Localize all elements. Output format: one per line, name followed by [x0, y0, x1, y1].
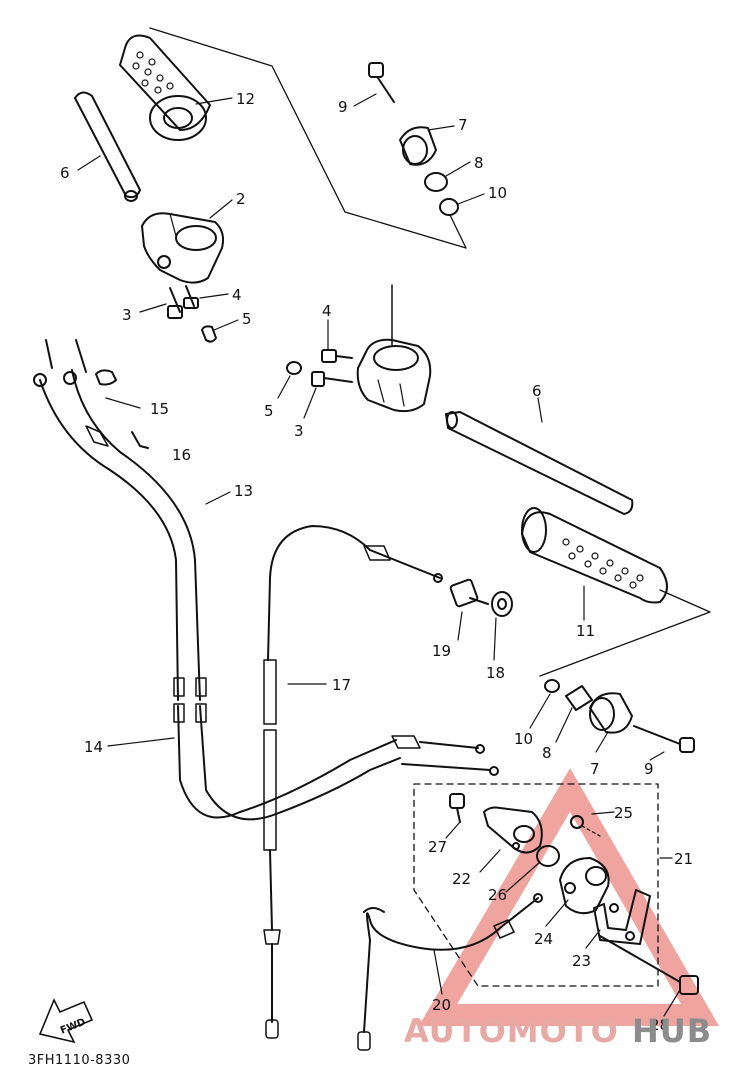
callout-10: 10: [514, 730, 533, 748]
callout-5: 5: [264, 402, 274, 420]
group-boundary-right: [539, 589, 711, 677]
callout-7: 7: [590, 760, 600, 778]
callout-21: 21: [674, 850, 693, 868]
part-19-adjuster: [449, 578, 489, 608]
part-7-weight-upper: [399, 126, 437, 166]
part-8-spacer-upper: [424, 172, 448, 192]
part-14-throttle-cable-return: [33, 339, 499, 821]
part-16-split-pin: [131, 431, 149, 449]
part-4-bolt-upper: [183, 285, 199, 309]
callout-26: 26: [488, 886, 507, 904]
watermark-text: AUTOMOTO HUB: [404, 1012, 712, 1050]
callout-9: 9: [338, 98, 348, 116]
watermark-text-gray: HUB: [632, 1012, 712, 1050]
callout-9: 9: [644, 760, 654, 778]
callout-4: 4: [232, 286, 242, 304]
callout-25: 25: [614, 804, 633, 822]
part-18-locknut: [491, 591, 513, 617]
callout-labels: 12 6 2 3 4 5 9 7 8 10 4 5 3 6 15 16 13 1…: [60, 90, 693, 1034]
callout-11: 11: [576, 622, 595, 640]
part-11-throttle-grip: [521, 507, 668, 604]
watermark-text-red: AUTOMOTO: [404, 1012, 619, 1050]
callout-16: 16: [172, 446, 191, 464]
part-6-handlebar-right: [445, 411, 634, 515]
part-3-bolt-middle: [311, 371, 353, 387]
leader-lines: [77, 93, 681, 1017]
callout-24: 24: [534, 930, 553, 948]
part-27-screw: [449, 793, 465, 823]
callout-15: 15: [150, 400, 169, 418]
callout-10: 10: [488, 184, 507, 202]
part-1-switch-housing: [356, 284, 432, 413]
callout-13: 13: [234, 482, 253, 500]
callout-12: 12: [236, 90, 255, 108]
callout-3: 3: [122, 306, 132, 324]
part-12-grip-left: [119, 34, 211, 141]
part-26-washer: [536, 845, 560, 867]
fwd-direction-arrow: FWD: [38, 998, 94, 1044]
callout-7: 7: [458, 116, 468, 134]
part-6-handlebar-left: [74, 91, 141, 202]
callout-5: 5: [242, 310, 252, 328]
callout-19: 19: [432, 642, 451, 660]
callout-23: 23: [572, 952, 591, 970]
callout-2: 2: [236, 190, 246, 208]
part-4-bolt-middle: [321, 349, 353, 363]
callout-22: 22: [452, 870, 471, 888]
part-8-spacer-lower: [565, 685, 593, 711]
part-2-clamp-holder: [141, 212, 225, 284]
callout-27: 27: [428, 838, 447, 856]
part-21-lever-group-box: [413, 783, 659, 987]
part-9-screw-lower: [633, 725, 695, 753]
group-boundary-left: [149, 27, 467, 249]
callout-6: 6: [60, 164, 70, 182]
part-17-choke-cable: [263, 525, 443, 1039]
part-9-screw-upper: [368, 62, 395, 103]
part-13-throttle-cable-pull: [63, 339, 201, 701]
part-25-screw: [570, 815, 601, 837]
part-28-bolt: [599, 935, 699, 995]
part-5-collar-upper: [201, 325, 217, 343]
cable-break-14-13: [173, 677, 207, 723]
callout-6: 6: [532, 382, 542, 400]
watermark-triangle: [418, 768, 720, 1026]
part-7-weight-lower: [589, 692, 633, 734]
part-5-collar-middle: [286, 361, 302, 375]
part-24-lever-body: [559, 857, 610, 915]
callout-28: 28: [650, 1016, 669, 1034]
callout-17: 17: [332, 676, 351, 694]
part-10-nut-upper: [439, 198, 459, 216]
callout-4: 4: [322, 302, 332, 320]
part-20-choke-cable: [357, 893, 543, 1051]
part-23-bracket: [593, 889, 651, 945]
callout-8: 8: [474, 154, 484, 172]
part-3-bolt-upper: [167, 287, 183, 319]
part-15-adjuster-top: [95, 369, 141, 409]
callout-8: 8: [542, 744, 552, 762]
callout-20: 20: [432, 996, 451, 1014]
callout-14: 14: [84, 738, 103, 756]
callout-18: 18: [486, 664, 505, 682]
diagram-code: 3FH1110-8330: [28, 1053, 130, 1068]
part-10-nut-lower: [544, 679, 560, 693]
callout-3: 3: [294, 422, 304, 440]
part-22-lever: [483, 806, 543, 854]
fwd-label: FWD: [59, 1017, 87, 1037]
